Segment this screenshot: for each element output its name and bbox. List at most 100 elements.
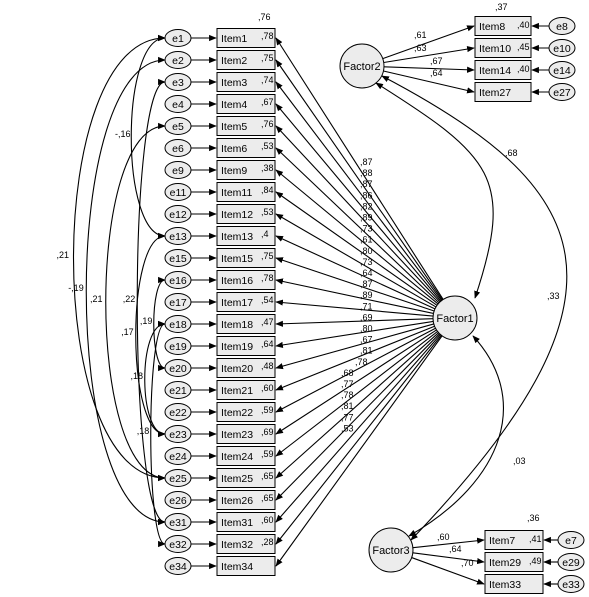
factor3-top-label: ,36 bbox=[527, 513, 540, 523]
item-r2-label: ,75 bbox=[261, 251, 274, 261]
factor1-loading-label: ,89 bbox=[360, 290, 373, 300]
item-box bbox=[216, 336, 276, 356]
item-box bbox=[474, 16, 532, 36]
item-label: Item6 bbox=[221, 143, 247, 155]
item-r2-label: ,74 bbox=[261, 75, 274, 85]
item-label: Item13 bbox=[221, 231, 253, 243]
factor2-loading-label: ,61 bbox=[414, 30, 427, 40]
item-label: Item29 bbox=[489, 557, 521, 569]
error-term-label: e14 bbox=[553, 65, 571, 77]
factor2-loading-label: ,63 bbox=[414, 43, 427, 53]
error-term-label: e19 bbox=[169, 341, 187, 353]
factor2-loading-path bbox=[383, 70, 475, 94]
item-box bbox=[216, 534, 276, 554]
item-r2-label: ,47 bbox=[261, 317, 274, 327]
item-r2-label: ,65 bbox=[261, 471, 274, 481]
error-term-label: e29 bbox=[562, 557, 580, 569]
item-label: Item1 bbox=[221, 33, 247, 45]
item-label: Item10 bbox=[479, 43, 511, 55]
factor1-loading-label: ,71 bbox=[360, 301, 373, 311]
error-term-label: e21 bbox=[169, 385, 187, 397]
observed-items-layer: Item1Item2Item3Item4Item5Item6Item9Item1… bbox=[216, 16, 544, 594]
item-r2-label: ,64 bbox=[261, 339, 274, 349]
factor1-loading-label: ,81 bbox=[341, 401, 354, 411]
item-label: Item32 bbox=[221, 539, 253, 551]
error-term-label: e11 bbox=[170, 187, 187, 199]
factor1-loading-path bbox=[275, 329, 437, 435]
factor1-loading-label: ,68 bbox=[341, 368, 354, 378]
factor1-loading-label: ,78 bbox=[341, 390, 354, 400]
item-box bbox=[216, 424, 276, 444]
factor1-loading-path bbox=[275, 213, 437, 308]
error-covariance-arc bbox=[144, 320, 166, 438]
error-term-label: e5 bbox=[172, 121, 184, 133]
factor1-loading-label: ,69 bbox=[360, 312, 373, 322]
factor1-loading-path bbox=[275, 325, 435, 391]
item-r2-label: ,78 bbox=[261, 31, 274, 41]
item-box bbox=[216, 226, 276, 246]
factor1-loading-path bbox=[275, 320, 434, 348]
item-box bbox=[484, 574, 544, 594]
factor1-loading-label: ,87 bbox=[360, 279, 373, 289]
factor1-loading-label: ,82 bbox=[360, 201, 373, 211]
item-box bbox=[474, 38, 532, 58]
item-box bbox=[216, 72, 276, 92]
item-label: Item14 bbox=[479, 65, 511, 77]
factor3-loading-path bbox=[411, 557, 485, 585]
factor1-loading-path bbox=[275, 37, 444, 300]
factor1-loading-path bbox=[275, 169, 439, 305]
item-label: Item22 bbox=[221, 407, 253, 419]
error-term-label: e23 bbox=[169, 429, 187, 441]
error-term-label: e13 bbox=[169, 231, 187, 243]
item-r2-label: ,45 bbox=[517, 42, 530, 52]
latent-factor-label: Factor2 bbox=[343, 61, 380, 73]
latent-factor-circle bbox=[368, 527, 414, 573]
item-box bbox=[216, 446, 276, 466]
item-box bbox=[216, 94, 276, 114]
item-box bbox=[216, 512, 276, 532]
factor1-loading-label: ,53 bbox=[341, 423, 354, 433]
factor1-loading-label: ,87 bbox=[360, 179, 373, 189]
item-label: Item19 bbox=[221, 341, 253, 353]
factor1-loading-label: ,86 bbox=[360, 190, 373, 200]
covariance-label: -,16 bbox=[115, 129, 131, 139]
factor1-loading-path bbox=[275, 191, 438, 306]
item-r2-label: ,76 bbox=[261, 119, 274, 129]
item-r2-label: ,41 bbox=[529, 534, 542, 544]
item-box bbox=[474, 82, 532, 102]
item-box bbox=[216, 204, 276, 224]
covariance-label: ,17 bbox=[121, 327, 134, 337]
item-r2-label: ,60 bbox=[261, 383, 274, 393]
factor1-loading-path bbox=[275, 278, 434, 314]
item-label: Item3 bbox=[221, 77, 247, 89]
error-term-label: e27 bbox=[553, 87, 571, 99]
item-box bbox=[216, 468, 276, 488]
item-box bbox=[216, 182, 276, 202]
item-label: Item15 bbox=[221, 253, 253, 265]
item-r2-label: ,59 bbox=[261, 449, 274, 459]
item-label: Item33 bbox=[489, 579, 521, 591]
factor1-loading-path bbox=[275, 235, 436, 310]
factor1-loading-path bbox=[275, 332, 439, 479]
item-label: Item12 bbox=[221, 209, 253, 221]
error-covariance-arc bbox=[105, 122, 166, 482]
factor2-loading-label: ,64 bbox=[430, 68, 443, 78]
factor1-loading-path bbox=[275, 330, 438, 457]
error-term-label: e20 bbox=[169, 363, 187, 375]
factor-correlation-label: ,03 bbox=[513, 456, 526, 466]
item-label: Item20 bbox=[221, 363, 253, 375]
factor1-loading-path bbox=[275, 125, 441, 303]
error-covariance-arc bbox=[130, 34, 166, 240]
item-label: Item25 bbox=[221, 473, 253, 485]
error-term-label: e1 bbox=[172, 33, 184, 45]
covariance-label: ,19 bbox=[140, 316, 153, 326]
factor1-loading-path bbox=[275, 59, 443, 301]
item-label: Item2 bbox=[221, 55, 247, 67]
covariance-label: ,21 bbox=[90, 294, 103, 304]
item-r2-label: ,59 bbox=[261, 405, 274, 415]
error-covariance-arc bbox=[135, 232, 166, 438]
item-label: Item34 bbox=[221, 561, 253, 573]
factor1-loading-path bbox=[275, 318, 434, 327]
factor1-loading-label: ,78 bbox=[355, 357, 368, 367]
item-box bbox=[484, 552, 544, 572]
